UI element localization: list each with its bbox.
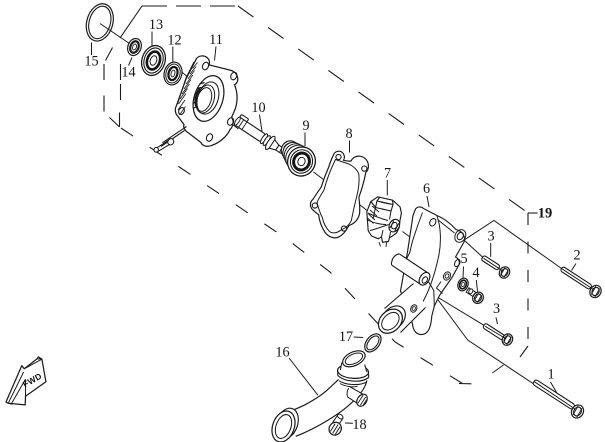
svg-text:7: 7 — [384, 165, 391, 181]
svg-text:9: 9 — [302, 118, 309, 134]
svg-text:3: 3 — [487, 228, 494, 244]
svg-text:16: 16 — [275, 344, 289, 360]
svg-text:17: 17 — [339, 329, 353, 345]
svg-text:5: 5 — [460, 251, 467, 267]
svg-text:15: 15 — [84, 53, 98, 69]
svg-text:18: 18 — [352, 417, 366, 433]
svg-text:12: 12 — [167, 32, 181, 48]
svg-text:4: 4 — [472, 265, 479, 281]
svg-text:14: 14 — [121, 64, 135, 80]
svg-text:19: 19 — [538, 205, 553, 221]
svg-text:6: 6 — [423, 181, 430, 197]
svg-text:1: 1 — [547, 366, 554, 382]
svg-text:3: 3 — [493, 301, 500, 317]
svg-text:10: 10 — [251, 100, 265, 116]
svg-text:8: 8 — [345, 126, 352, 142]
svg-text:2: 2 — [573, 247, 580, 263]
svg-text:11: 11 — [209, 32, 223, 48]
svg-text:13: 13 — [149, 17, 163, 33]
